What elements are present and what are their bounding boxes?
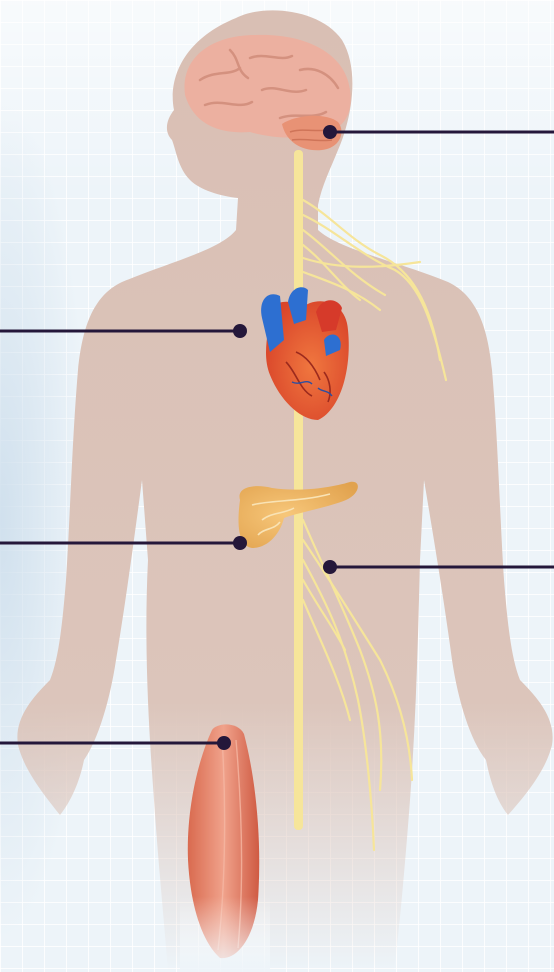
callout-brain xyxy=(323,125,554,139)
muscle-illustration xyxy=(180,720,270,972)
